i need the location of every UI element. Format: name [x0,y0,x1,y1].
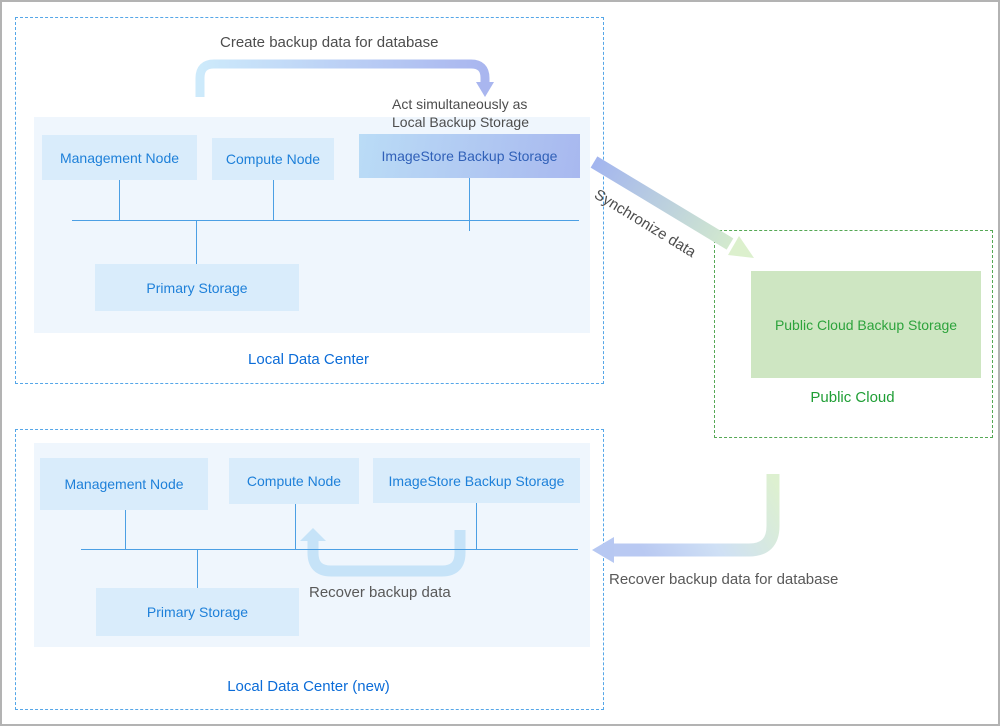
primary-storage-box-new: Primary Storage [96,588,299,636]
public-cloud-label: Public Cloud [810,389,895,406]
connector-line [119,180,120,220]
primary-storage-box: Primary Storage [95,264,299,311]
management-node-box-new: Management Node [40,458,208,510]
create-backup-annotation: Create backup data for database [220,34,439,51]
create-backup-arrow [195,59,490,97]
local-data-center-new-label: Local Data Center (new) [227,678,390,695]
public-cloud-backup-storage-box: Public Cloud Backup Storage [751,271,981,378]
bus-line [72,220,579,221]
connector-line [295,504,296,549]
compute-node-box-new: Compute Node [229,458,359,504]
connector-line [469,178,470,231]
compute-node-box: Compute Node [212,138,334,180]
public-cloud-zone [714,230,993,438]
imagestore-backup-storage-box-new: ImageStore Backup Storage [373,458,580,503]
recover-database-arrow [614,474,780,557]
recover-backup-annotation: Recover backup data [309,584,451,601]
connector-line [125,510,126,549]
recover-local-arrowhead-icon [300,528,326,541]
connector-line [196,220,197,264]
management-node-box: Management Node [42,135,197,180]
create-backup-arrowhead-icon [476,82,494,97]
imagestore-backup-storage-box: ImageStore Backup Storage [359,134,580,178]
local-data-center-label: Local Data Center [248,351,369,368]
synchronize-arrow [590,156,734,250]
act-simultaneously-line1: Act simultaneously as [392,96,528,112]
recover-backup-database-annotation: Recover backup data for database [609,571,839,588]
connector-line [476,503,477,549]
recover-local-arrow [307,530,466,577]
recover-database-arrowhead-icon [592,537,614,563]
connector-line [197,549,198,588]
bus-line [81,549,578,550]
local-data-center-new-zone [15,429,604,710]
connector-line [273,180,274,220]
synchronize-arrowhead-icon [728,236,754,258]
act-simultaneously-line2: Local Backup Storage [392,114,529,130]
local-data-center-zone [15,17,604,384]
act-simultaneously-annotation: Act simultaneously as Local Backup Stora… [392,95,552,131]
